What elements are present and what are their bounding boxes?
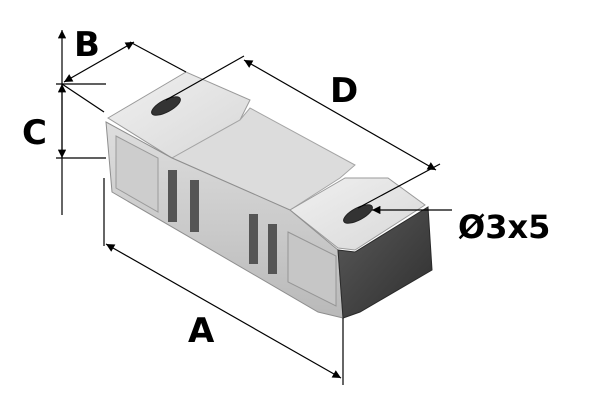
slot-1 (168, 170, 177, 222)
slot-2 (190, 180, 199, 232)
label-hole-diameter: Ø3x5 (458, 208, 550, 246)
extension-line-d-right (357, 163, 441, 209)
label-c: C (22, 113, 47, 153)
label-b: B (74, 25, 100, 65)
dimension-line-a (105, 243, 342, 379)
slot-4 (268, 224, 277, 274)
label-a: A (188, 311, 215, 351)
extension-line-d-left (165, 55, 245, 101)
dimension-line-d (243, 59, 437, 171)
label-d: D (330, 71, 358, 111)
slot-3 (249, 214, 258, 264)
dimension-line-b (63, 41, 135, 83)
dimension-lines (56, 30, 452, 385)
extension-line-b-left (61, 83, 105, 113)
mounting-hole-left (151, 96, 181, 116)
extension-line-b-right (129, 41, 187, 73)
left-end-panel (115, 135, 159, 213)
